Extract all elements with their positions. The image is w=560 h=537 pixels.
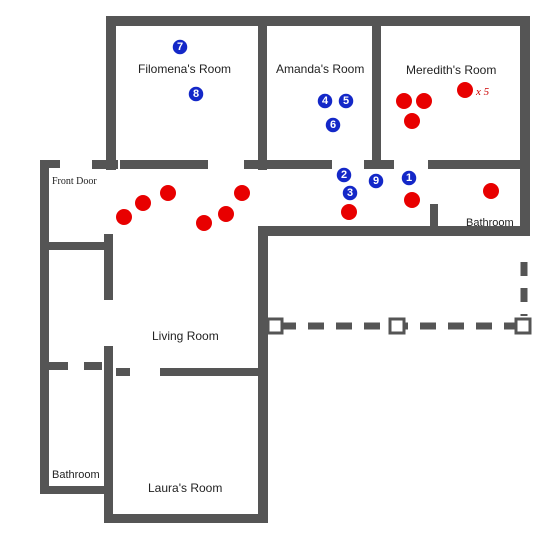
walls [40,16,530,523]
numbered-marker-6: 6 [324,116,342,134]
red-marker [196,215,212,231]
room-label-bathroom-east: Bathroom [466,217,514,229]
room-label-living: Living Room [152,329,219,343]
red-marker [234,185,250,201]
wall [120,160,208,169]
wall [40,486,110,494]
red-marker [135,195,151,211]
red-marker [416,93,432,109]
wall [104,234,113,300]
wall [160,368,264,376]
wall [520,16,530,234]
multiplier-label: x 5 [475,86,490,98]
numbered-marker-3: 3 [341,184,359,202]
red-markers [116,82,499,231]
wall [40,160,60,168]
red-marker [341,204,357,220]
wall [106,16,530,26]
red-marker [404,192,420,208]
wall [372,16,381,166]
numbered-marker-8: 8 [187,85,205,103]
numbered-marker-9: 9 [367,172,385,190]
numbered-marker-5: 5 [337,92,355,110]
room-label-front-door: Front Door [52,176,97,187]
wall [116,368,130,376]
terrace-outline [266,262,532,335]
svg-text:2: 2 [341,169,347,181]
numbered-markers: 1 2 3 4 5 6 7 8 [171,38,418,202]
room-label-amanda: Amanda's Room [276,62,364,76]
numbered-marker-2: 2 [335,166,353,184]
red-marker [404,113,420,129]
wall [40,362,68,370]
numbered-marker-4: 4 [316,92,334,110]
wall [244,160,332,169]
room-label-meredith: Meredith's Room [406,63,496,77]
svg-text:1: 1 [406,172,412,184]
svg-text:8: 8 [193,88,199,100]
wall [428,160,530,169]
wall [106,16,116,170]
red-marker [396,93,412,109]
numbered-marker-1: 1 [400,169,418,187]
svg-text:3: 3 [347,187,353,199]
room-label-filomena: Filomena's Room [138,62,231,76]
wall [430,204,438,234]
wall [92,160,118,169]
wall [40,160,49,494]
red-marker [116,209,132,225]
wall [104,514,268,523]
svg-text:6: 6 [330,119,336,131]
wall [364,160,394,169]
terrace-post [266,317,284,335]
svg-text:9: 9 [373,175,379,187]
wall [104,346,113,522]
svg-text:7: 7 [177,41,183,53]
room-label-bathroom-west: Bathroom [52,469,100,481]
numbered-marker-7: 7 [171,38,189,56]
red-marker [483,183,499,199]
terrace-post [388,317,406,335]
room-label-laura: Laura's Room [148,481,222,495]
red-marker [457,82,473,98]
red-marker [218,206,234,222]
terrace-post [514,317,532,335]
svg-text:5: 5 [343,95,349,107]
wall [40,242,110,250]
svg-text:4: 4 [322,95,329,107]
wall [258,16,267,170]
wall [84,362,102,370]
wall [258,226,530,236]
red-marker [160,185,176,201]
